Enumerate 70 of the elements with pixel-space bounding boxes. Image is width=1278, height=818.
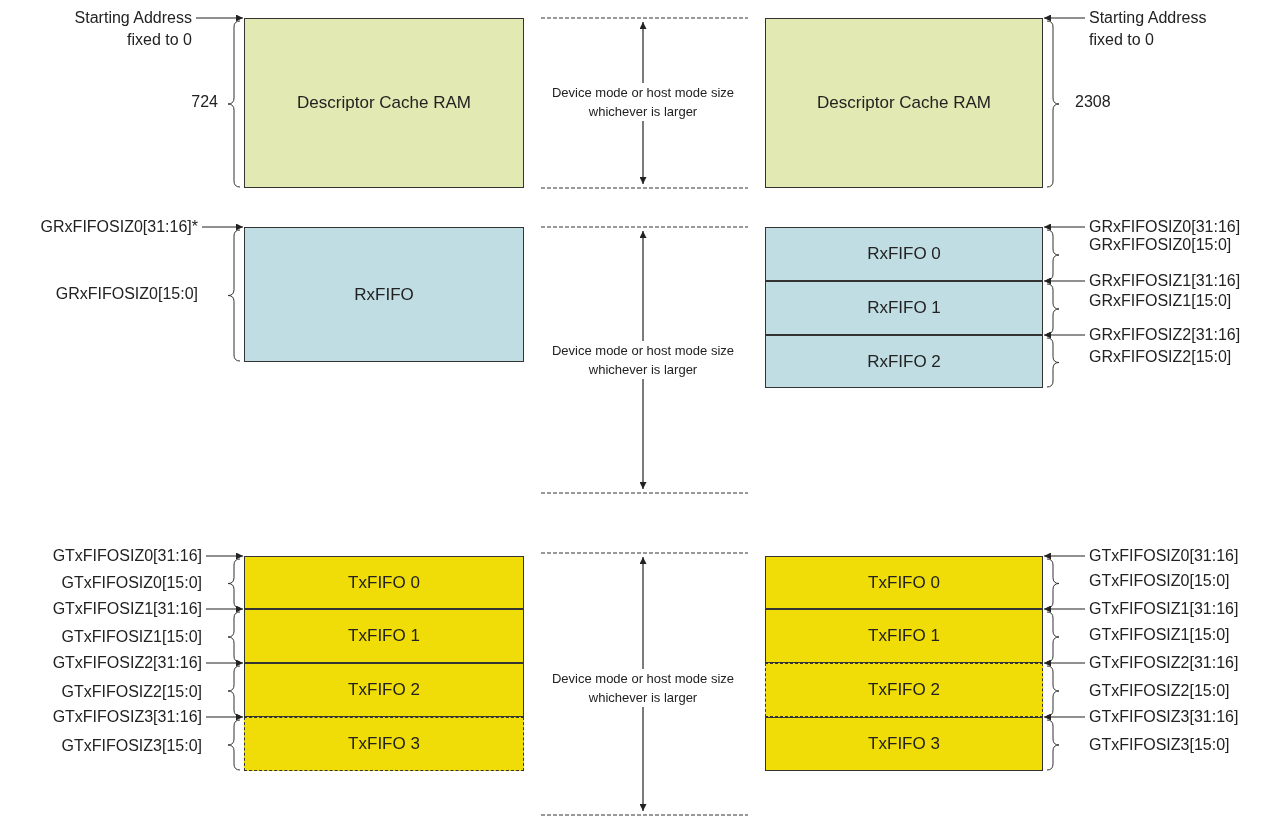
address-label: GRxFIFOSIZ0[31:16]* (40, 216, 198, 238)
size-label: 2308 (1075, 92, 1111, 112)
size-label: GTxFIFOSIZ3[15:0] (1089, 735, 1230, 755)
block-label: RxFIFO 0 (867, 244, 941, 264)
address-label: GTxFIFOSIZ3[31:16] (1089, 706, 1239, 728)
address-label: GRxFIFOSIZ2[31:16] (1089, 324, 1241, 346)
memory-block (244, 556, 524, 609)
block-label: Descriptor Cache RAM (297, 93, 471, 113)
arrow (1043, 223, 1086, 231)
arrow (1043, 605, 1086, 613)
memory-block (244, 609, 524, 663)
arrow (1043, 552, 1086, 560)
address-label: Starting Address fixed to 0 (1089, 7, 1229, 51)
size-label: GTxFIFOSIZ0[15:0] (61, 573, 202, 593)
size-label: GRxFIFOSIZ1[15:0] (1089, 291, 1232, 311)
block-label: TxFIFO 1 (868, 626, 940, 646)
block-label: TxFIFO 3 (868, 734, 940, 754)
size-label: GTxFIFOSIZ1[15:0] (1089, 625, 1230, 645)
address-label: GTxFIFOSIZ3[31:16] (52, 706, 202, 728)
block-label: TxFIFO 2 (868, 680, 940, 700)
address-label: GTxFIFOSIZ2[31:16] (1089, 652, 1239, 674)
block-label: RxFIFO 1 (867, 298, 941, 318)
arrow (1043, 277, 1086, 285)
size-label: GRxFIFOSIZ2[15:0] (1089, 347, 1232, 367)
memory-block (765, 663, 1043, 717)
arrow (205, 659, 244, 667)
address-label: GTxFIFOSIZ1[31:16] (52, 598, 202, 620)
memory-block (244, 18, 524, 188)
size-label: GRxFIFOSIZ0[15:0] (55, 284, 198, 304)
memory-block (765, 335, 1043, 388)
block-label: TxFIFO 0 (348, 572, 420, 593)
memory-block (765, 281, 1043, 335)
size-label: GRxFIFOSIZ0[15:0] (1089, 235, 1232, 255)
block-label: TxFIFO 3 (348, 734, 420, 754)
arrow (205, 605, 244, 613)
size-label: GTxFIFOSIZ2[15:0] (1089, 681, 1230, 701)
address-label: GTxFIFOSIZ1[31:16] (1089, 598, 1239, 620)
block-label: RxFIFO 2 (867, 351, 941, 372)
size-label: GTxFIFOSIZ1[15:0] (61, 627, 202, 647)
address-label: GTxFIFOSIZ0[31:16] (1089, 545, 1239, 567)
arrow (195, 14, 244, 22)
arrow (1043, 331, 1086, 339)
block-label: RxFIFO (354, 284, 414, 305)
memory-block (765, 609, 1043, 663)
memory-block (765, 717, 1043, 771)
size-label: 724 (191, 92, 218, 112)
block-label: TxFIFO 2 (348, 680, 420, 700)
memory-block (765, 556, 1043, 609)
memory-block (765, 18, 1043, 188)
address-label: Starting Address fixed to 0 (52, 7, 192, 51)
size-label: GTxFIFOSIZ0[15:0] (1089, 571, 1230, 591)
arrow (205, 713, 244, 721)
arrow (201, 223, 244, 231)
block-label: TxFIFO 1 (348, 626, 420, 646)
address-label: GRxFIFOSIZ1[31:16] (1089, 270, 1241, 292)
block-label: TxFIFO 0 (868, 572, 940, 593)
arrow (1043, 659, 1086, 667)
block-label: Descriptor Cache RAM (817, 93, 991, 113)
address-label: GTxFIFOSIZ0[31:16] (52, 545, 202, 567)
memory-block (244, 663, 524, 717)
arrow (205, 552, 244, 560)
address-label: GRxFIFOSIZ0[31:16] (1089, 216, 1241, 238)
arrow (1043, 713, 1086, 721)
memory-block (244, 227, 524, 362)
size-label: GTxFIFOSIZ2[15:0] (61, 682, 202, 702)
memory-block (244, 717, 524, 771)
address-label: GTxFIFOSIZ2[31:16] (52, 652, 202, 674)
memory-block (765, 227, 1043, 281)
size-label: GTxFIFOSIZ3[15:0] (61, 736, 202, 756)
arrow (1043, 14, 1086, 22)
